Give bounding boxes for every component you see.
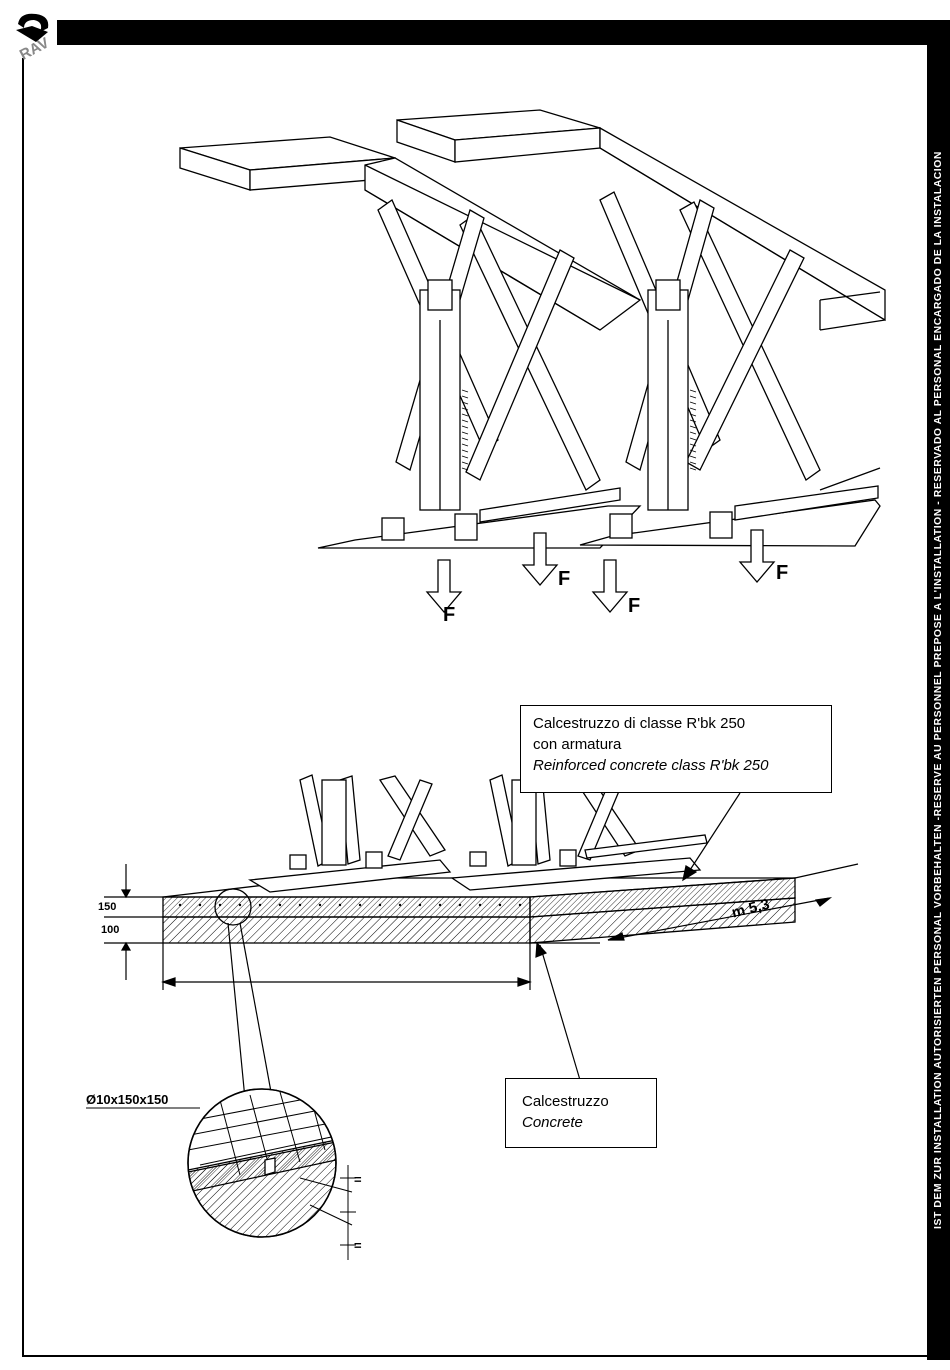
- callout-line: Calcestruzzo: [522, 1093, 609, 1110]
- foundation-slab: [162, 774, 796, 1131]
- upper-lift-illustration: [179, 109, 886, 614]
- brand-logo: RAV: [16, 13, 52, 62]
- frame-left-border: [22, 58, 24, 1357]
- header-bar: [57, 20, 927, 45]
- concrete-callout: Calcestruzzo Concrete: [505, 1078, 657, 1148]
- force-label: F: [628, 595, 641, 617]
- mesh-detail: [86, 1088, 356, 1260]
- dimension-lines: [104, 792, 859, 1081]
- mesh-size-label: Ø10x150x150: [86, 1092, 169, 1107]
- callout-line: con armatura: [533, 736, 622, 753]
- callout-line-translation: Reinforced concrete class R'bk 250: [533, 757, 769, 774]
- thickness-bottom-label: 100: [101, 924, 120, 936]
- callout-line: Calcestruzzo di classe R'bk 250: [533, 715, 746, 732]
- force-label: F: [558, 568, 571, 590]
- frame-bottom-border: [22, 1355, 927, 1357]
- reinforced-concrete-callout: Calcestruzzo di classe R'bk 250 con arma…: [520, 705, 832, 793]
- callout-line-translation: Concrete: [522, 1114, 583, 1131]
- equal-sign: =: [354, 1238, 362, 1253]
- side-band: [927, 20, 950, 1360]
- force-label: F: [443, 604, 456, 626]
- thickness-top-label: 150: [98, 901, 117, 913]
- equal-sign: =: [354, 1172, 362, 1187]
- force-label: F: [776, 562, 789, 584]
